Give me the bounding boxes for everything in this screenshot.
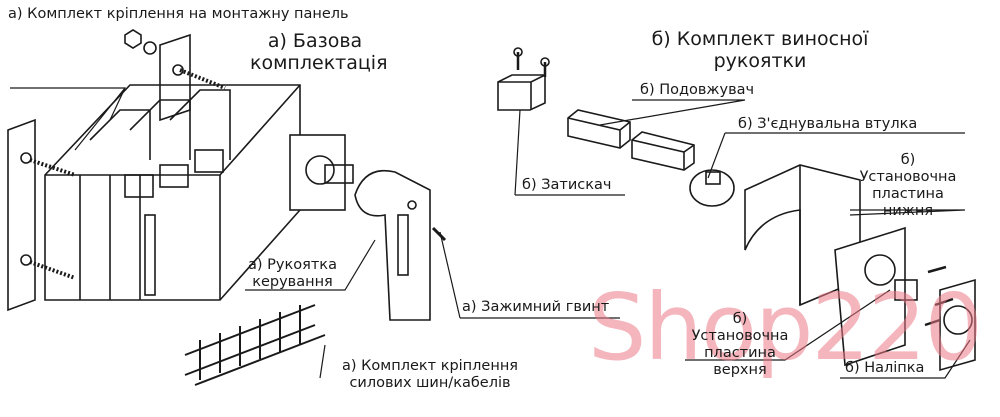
- title-base-kit: а) Базова комплектація: [250, 30, 388, 74]
- label-mount-kit: а) Комплект кріплення на монтажну панель: [8, 6, 349, 22]
- leader-lines: [10, 87, 971, 379]
- label-plate-upper: б) Установочна пластина верхня: [691, 311, 789, 378]
- control-handle-drawing: [354, 170, 447, 321]
- label-bus-kit: а) Комплект кріплення силових шин/кабелі…: [341, 358, 519, 391]
- label-sticker: б) Наліпка: [845, 360, 925, 376]
- remote-kit-drawing: [497, 47, 976, 372]
- label-clamping-screw: а) Зажимний гвинт: [462, 299, 610, 315]
- label-plate-lower: б) Установочна пластина нижня: [859, 152, 957, 219]
- label-coupling: б) З'єднувальна втулка: [738, 116, 918, 132]
- label-control-handle: а) Рукоятка керування: [248, 257, 337, 290]
- mount-bracket-drawing: [7, 29, 226, 312]
- label-clamp: б) Затискач: [522, 177, 612, 193]
- watermark: Shop220: [588, 274, 983, 381]
- switch-body-drawing: [44, 84, 354, 301]
- label-extension: б) Подовжувач: [640, 82, 755, 98]
- bus-kit-drawing: [184, 304, 326, 386]
- title-remote-kit: б) Комплект виносної рукоятки: [651, 28, 869, 72]
